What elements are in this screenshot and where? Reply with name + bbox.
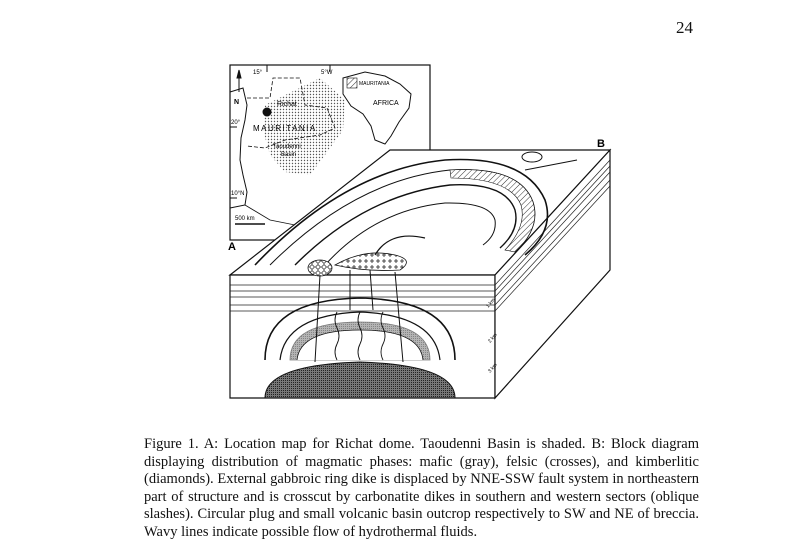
mauritania-label: MAURITANIA [253,124,317,133]
basin-label-line1: Taoudenni [273,144,301,150]
lat-10n-label: 10°N [231,191,244,197]
panel-b-label: B [597,138,605,150]
depth-1km-label: 1 km [485,297,497,309]
north-label: N [234,99,239,106]
depth-2km-label: 2 km [487,332,499,344]
gabbroic-ring-dike [449,169,536,253]
inset-africa-label: AFRICA [373,100,399,107]
africa-outline [342,71,412,145]
mauritania-inset-marker [346,77,358,89]
north-arrow [236,69,242,92]
figure-1: N 15° 5°W 20° 10°N Richat MAURITANIA Tao… [225,60,620,405]
figure-caption: Figure 1. A: Location map for Richat dom… [144,436,699,540]
coastline [229,87,248,209]
lat-20-label: 20° [231,120,241,126]
panel-b-block-diagram: B [228,138,612,400]
volcanic-basin-outcrop [521,151,543,163]
basin-label-line2: Basin [281,152,296,158]
depth-3km-label: 3 km [487,362,499,374]
block-right-face [494,148,611,400]
hydrothermal-flow-lines [334,311,386,361]
kimberlite-plug [307,259,333,277]
taoudenni-basin-shading [263,78,345,175]
outer-dome [264,297,456,361]
scale-label: 500 km [235,216,255,222]
africa-inset: MAURITANIA AFRICA [342,71,412,145]
mauritania-border [246,77,336,149]
strata-lines [230,159,611,312]
panel-a-label: A [228,241,236,253]
deep-magma-body [264,361,456,399]
page-number: 24 [676,18,693,37]
inset-mauritania-label: MAURITANIA [359,81,390,87]
feeder-dikes [314,269,404,363]
lon-5w-label: 5°W [321,70,333,76]
figure-graphic: N 15° 5°W 20° 10°N Richat MAURITANIA Tao… [228,64,612,400]
fault-line [524,159,578,171]
richat-location-marker [262,107,272,117]
felsic-zone [333,252,407,271]
richat-label: Richat [277,101,297,108]
lon-15-label: 15° [253,70,263,76]
